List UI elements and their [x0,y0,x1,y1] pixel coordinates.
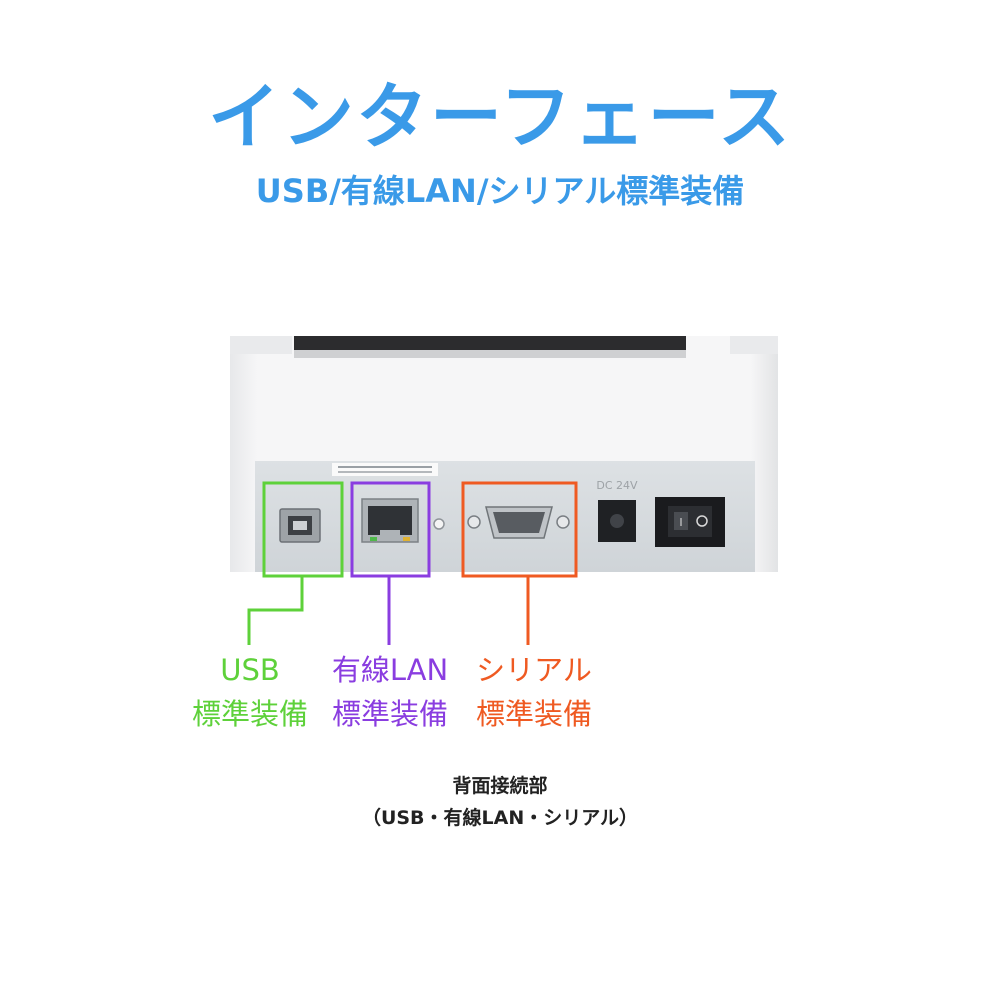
image-caption: 背面接続部 （USB・有線LAN・シリアル） [0,770,1000,834]
db9-serial-port [467,506,570,539]
lan-led-amber [403,537,410,541]
power-switch: I [655,497,725,547]
serial-callout-name: シリアル [476,653,592,687]
usb-callout-name: USB [220,653,280,687]
lan-led-green [370,537,377,541]
serial-highlight-box [461,481,578,578]
usb-callout-sub: 標準装備 [191,697,308,731]
caption-line-2: （USB・有線LAN・シリアル） [361,807,639,829]
caption-line-1: 背面接続部 [452,775,548,797]
usb-leader-line [247,576,304,645]
svg-text:I: I [679,516,682,529]
usb-callout: USB 標準装備 [176,648,324,736]
usb-b-port [279,508,321,543]
page-title: インターフェース [207,75,793,159]
serial-sticker [332,463,438,476]
screw-icon [433,518,445,530]
power-jack: DC 24V [596,479,638,542]
rj45-lan-port [361,498,419,543]
power-label: DC 24V [596,479,638,492]
serial-callout-sub: 標準装備 [475,697,592,731]
lan-callout-sub: 標準装備 [331,697,448,731]
page-subtitle: USB/有線LAN/シリアル標準装備 [255,172,745,210]
lan-callout-name: 有線LAN [331,653,449,687]
lan-callout: 有線LAN 標準装備 [315,648,465,736]
serial-callout: シリアル 標準装備 [456,648,612,736]
